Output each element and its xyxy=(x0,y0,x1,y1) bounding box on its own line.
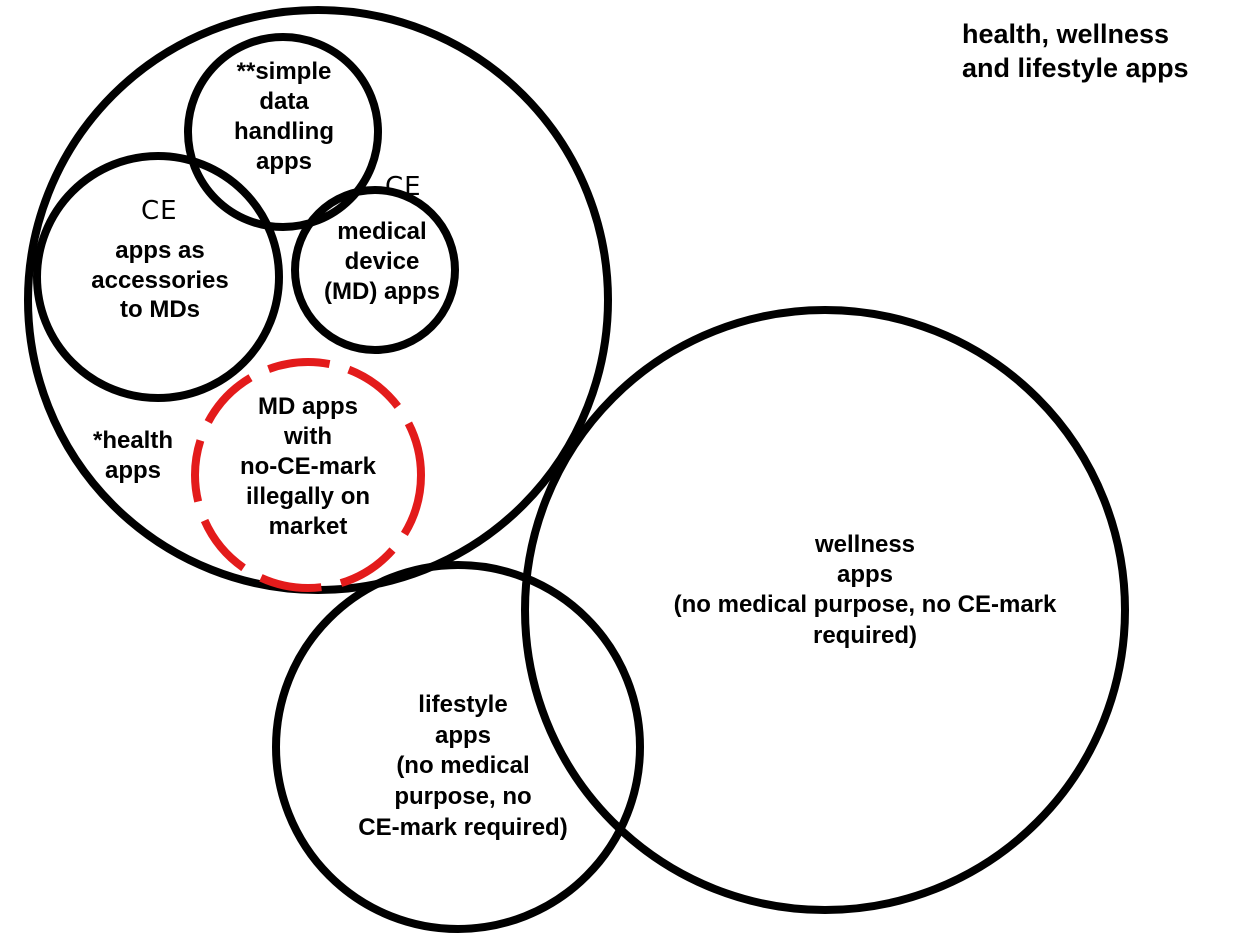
health-apps-label: *health apps xyxy=(92,427,173,484)
wellness-apps-circle xyxy=(521,306,1129,914)
simple-data-handling-circle xyxy=(184,33,382,231)
wellness-apps-label: wellness apps (no medical purpose, no CE… xyxy=(673,531,1057,649)
ce-mark-medical-device: CE xyxy=(385,172,422,202)
illegal-md-apps-circle xyxy=(191,358,425,592)
lifestyle-apps-label: lifestyle apps (no medical purpose, no C… xyxy=(358,691,568,841)
accessories-circle xyxy=(33,152,283,402)
ce-mark-accessories: CE xyxy=(141,196,178,226)
medical-device-label: medical device (MD) apps xyxy=(324,218,440,306)
simple-data-handling-label: **simple data handling apps xyxy=(234,58,334,175)
medical-device-circle xyxy=(291,186,459,354)
diagram-title: health, wellness and lifestyle apps xyxy=(962,19,1189,83)
illegal-md-apps-label: MD apps with no-CE-mark illegally on mar… xyxy=(239,393,377,540)
lifestyle-apps-circle xyxy=(272,561,644,933)
accessories-label: apps as accessories to MDs xyxy=(91,237,229,324)
